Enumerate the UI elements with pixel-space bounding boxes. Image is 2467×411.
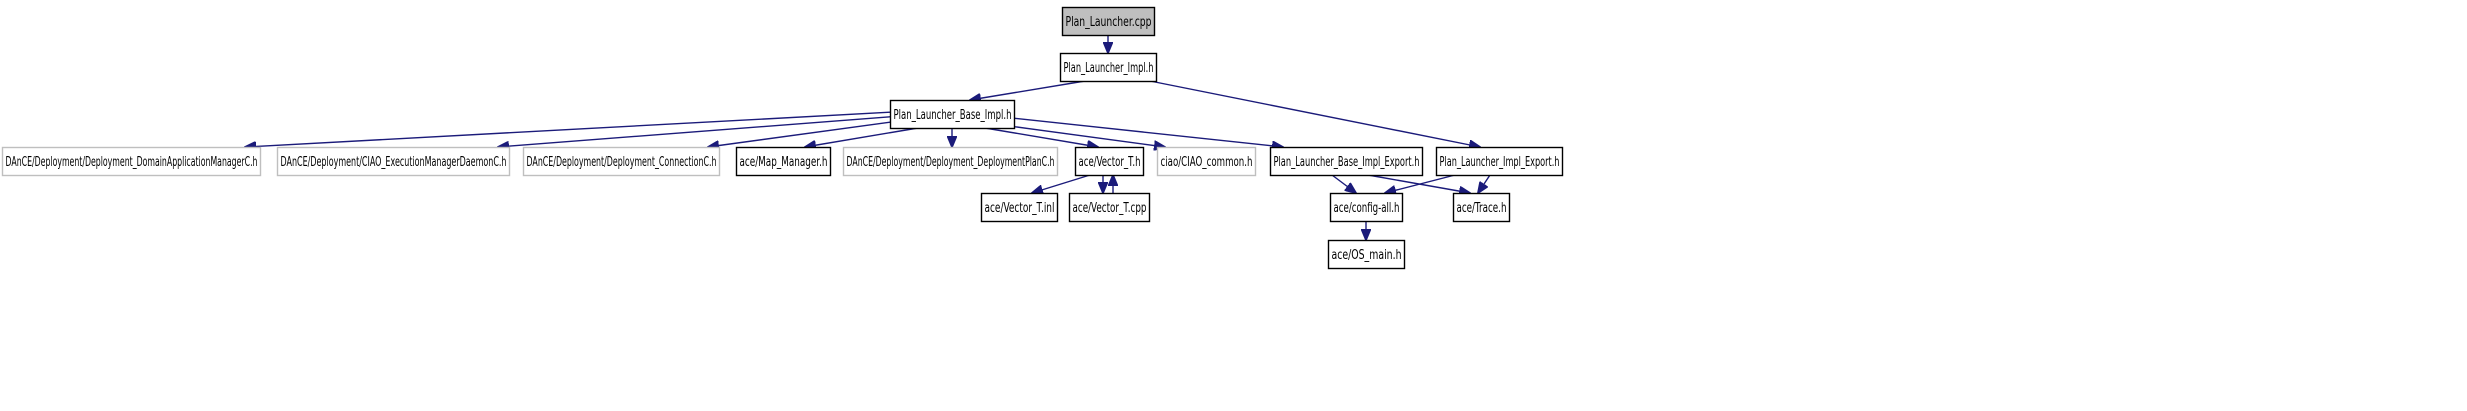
node-label: ace/Vector_T.h: [1079, 155, 1141, 170]
graph-node-dance-deployment-plan: DAnCE/Deployment/Deployment_DeploymentPl…: [842, 146, 1059, 177]
edge-plan_launcher_base_impl_h-to-dance_connection: [708, 119, 907, 147]
edge-plan_launcher_base_impl_h-to-ace_map_manager: [805, 127, 919, 147]
graph-node-dance-connection: DAnCE/Deployment/Deployment_ConnectionC.…: [522, 146, 721, 177]
node-box: [889, 99, 1016, 130]
edge-plan_launcher_base_impl_h-to-dance_exec_mgr_daemon: [498, 115, 901, 147]
node-box: [1074, 146, 1145, 177]
node-label: Plan_Launcher_Base_Impl.h: [894, 108, 1012, 123]
graph-node-plan-launcher-impl-h[interactable]: Plan_Launcher_Impl.h: [1059, 52, 1158, 83]
node-box: [1059, 52, 1158, 83]
graph-node-ciao-common: ciao/CIAO_common.h: [1156, 146, 1257, 177]
graph-node-ace-trace[interactable]: ace/Trace.h: [1452, 192, 1511, 223]
edge-ace_vector_t_h-to-ace_vector_t_inl: [1032, 174, 1091, 193]
node-box: [735, 146, 832, 177]
graph-node-impl-export[interactable]: Plan_Launcher_Impl_Export.h: [1435, 146, 1564, 177]
node-box: [1329, 192, 1404, 223]
graph-node-dance-domain-app-mgr: DAnCE/Deployment/Deployment_DomainApplic…: [1, 146, 262, 177]
graph-node-dance-exec-mgr-daemon: DAnCE/Deployment/CIAO_ExecutionManagerDa…: [276, 146, 511, 177]
node-label: ace/OS_main.h: [1332, 248, 1402, 263]
node-label: ace/Map_Manager.h: [740, 155, 828, 170]
node-box: [980, 192, 1059, 223]
graph-node-base-impl-export[interactable]: Plan_Launcher_Base_Impl_Export.h: [1269, 146, 1424, 177]
edge-plan_launcher_impl_h-to-impl_export: [1149, 80, 1480, 147]
node-label: ace/Vector_T.inl: [985, 201, 1055, 216]
graph-node-ace-map-manager[interactable]: ace/Map_Manager.h: [735, 146, 832, 177]
graph-node-ace-vector-t-inl[interactable]: ace/Vector_T.inl: [980, 192, 1059, 223]
node-box: [1269, 146, 1424, 177]
node-label: ace/Trace.h: [1457, 201, 1507, 216]
node-box: [1452, 192, 1511, 223]
edge-impl_export-to-ace_trace: [1478, 174, 1491, 193]
edge-plan_launcher_base_impl_h-to-ace_vector_t_h: [984, 127, 1098, 147]
node-label: Plan_Launcher_Base_Impl_Export.h: [1274, 155, 1420, 170]
node-box: [276, 146, 511, 177]
node-label: ace/Vector_T.cpp: [1073, 201, 1147, 216]
node-label: Plan_Launcher_Impl_Export.h: [1440, 155, 1560, 170]
graph-node-ace-vector-t-h[interactable]: ace/Vector_T.h: [1074, 146, 1145, 177]
node-label: ciao/CIAO_common.h: [1161, 155, 1253, 170]
node-box: [1156, 146, 1257, 177]
node-label: DAnCE/Deployment/Deployment_DeploymentPl…: [847, 155, 1055, 170]
graph-node-ace-os-main[interactable]: ace/OS_main.h: [1327, 239, 1406, 270]
node-box: [1, 146, 262, 177]
edge-impl_export-to-ace_config_all: [1385, 174, 1456, 193]
node-box: [1061, 6, 1156, 37]
graph-node-plan-launcher-base-impl-h[interactable]: Plan_Launcher_Base_Impl.h: [889, 99, 1016, 130]
node-box: [522, 146, 721, 177]
graph-node-plan-launcher-cpp[interactable]: Plan_Launcher.cpp: [1061, 6, 1156, 37]
edge-plan_launcher_base_impl_h-to-base_impl_export: [1011, 117, 1283, 147]
graph-node-ace-config-all[interactable]: ace/config-all.h: [1329, 192, 1404, 223]
node-box: [1327, 239, 1406, 270]
edge-plan_launcher_base_impl_h-to-dance_domain_app_mgr: [245, 111, 895, 147]
node-label: Plan_Launcher_Impl.h: [1064, 61, 1154, 76]
node-label: ace/config-all.h: [1334, 201, 1400, 216]
edge-layer: [245, 35, 1491, 240]
node-box: [842, 146, 1059, 177]
edge-plan_launcher_impl_h-to-plan_launcher_base_impl_h: [970, 80, 1086, 100]
node-label: DAnCE/Deployment/CIAO_ExecutionManagerDa…: [281, 155, 507, 170]
node-label: DAnCE/Deployment/Deployment_DomainApplic…: [6, 155, 258, 170]
node-box: [1435, 146, 1564, 177]
graph-node-ace-vector-t-cpp[interactable]: ace/Vector_T.cpp: [1068, 192, 1151, 223]
edge-base_impl_export-to-ace_config_all: [1331, 174, 1356, 193]
node-layer: Plan_Launcher.cppPlan_Launcher_Impl.hPla…: [1, 6, 1564, 270]
node-label: Plan_Launcher.cpp: [1066, 15, 1152, 30]
edge-plan_launcher_base_impl_h-to-ciao_common: [1001, 124, 1165, 147]
node-label: DAnCE/Deployment/Deployment_ConnectionC.…: [527, 155, 717, 170]
node-box: [1068, 192, 1151, 223]
